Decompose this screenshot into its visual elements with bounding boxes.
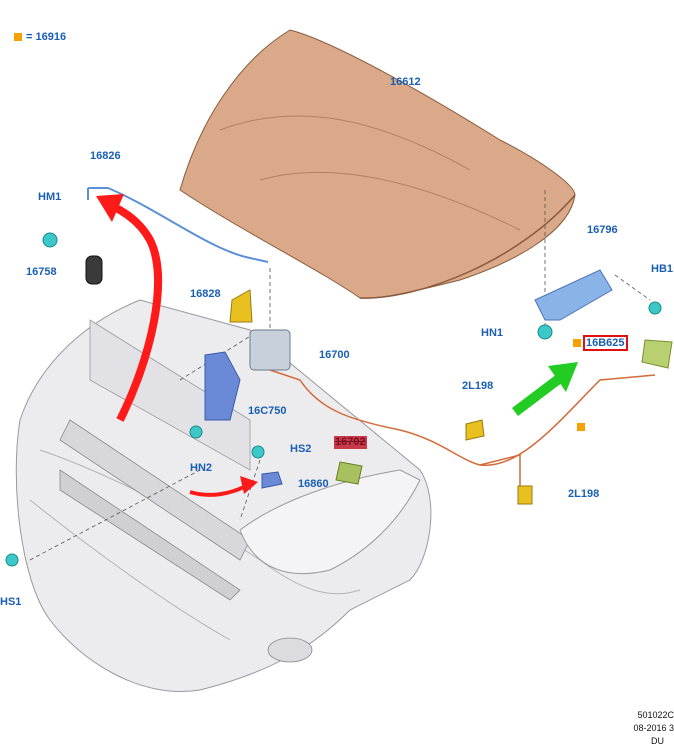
legend-text: = 16916 — [26, 31, 67, 43]
label-hs1: HS1 — [0, 596, 22, 608]
label-16612: 16612 — [390, 76, 421, 88]
handle-16828 — [229, 289, 253, 323]
hinge-16796 — [534, 269, 613, 321]
label-16b625: 16B625 — [583, 335, 628, 351]
footer-line-1: 501022C — [637, 710, 674, 720]
part-16702-block — [335, 461, 363, 485]
green-arrow — [511, 362, 578, 416]
clip-2l198-a — [465, 419, 485, 441]
label-16702: 16702 — [334, 436, 367, 449]
leader-lines — [29, 190, 651, 561]
label-hm1: HM1 — [38, 191, 62, 203]
footer-line-3: DU — [651, 736, 664, 746]
label-2l198-a: 2L198 — [462, 380, 494, 392]
square-marker-icon — [577, 423, 585, 431]
bracket-16c750 — [204, 351, 241, 421]
legend: = 16916 — [14, 31, 66, 43]
square-marker-icon — [573, 339, 581, 347]
part-16b625-block — [641, 339, 673, 369]
label-16700: 16700 — [319, 349, 350, 361]
label-16828: 16828 — [190, 288, 221, 300]
label-16758: 16758 — [26, 266, 57, 278]
stop-16758 — [85, 255, 103, 285]
label-hn2: HN2 — [190, 462, 213, 474]
footer-line-2: 08-2016 3 — [633, 723, 674, 733]
label-16796: 16796 — [587, 224, 618, 236]
label-2l198-b: 2L198 — [568, 488, 600, 500]
clip-2l198-b — [517, 485, 533, 505]
label-16826: 16826 — [90, 150, 121, 162]
release-cable — [87, 187, 269, 263]
wire-harness — [269, 369, 656, 490]
label-hs2: HS2 — [290, 443, 312, 455]
square-marker-icon — [14, 33, 22, 41]
latch-16700 — [249, 329, 291, 371]
fasteners — [5, 232, 662, 567]
label-16c750: 16C750 — [248, 405, 287, 417]
hood-panel — [179, 29, 576, 299]
part-16860-bracket — [261, 471, 283, 489]
red-arrows — [96, 194, 258, 497]
label-hn1: HN1 — [481, 327, 504, 339]
label-hb1: HB1 — [651, 263, 674, 275]
label-16860: 16860 — [298, 478, 329, 490]
